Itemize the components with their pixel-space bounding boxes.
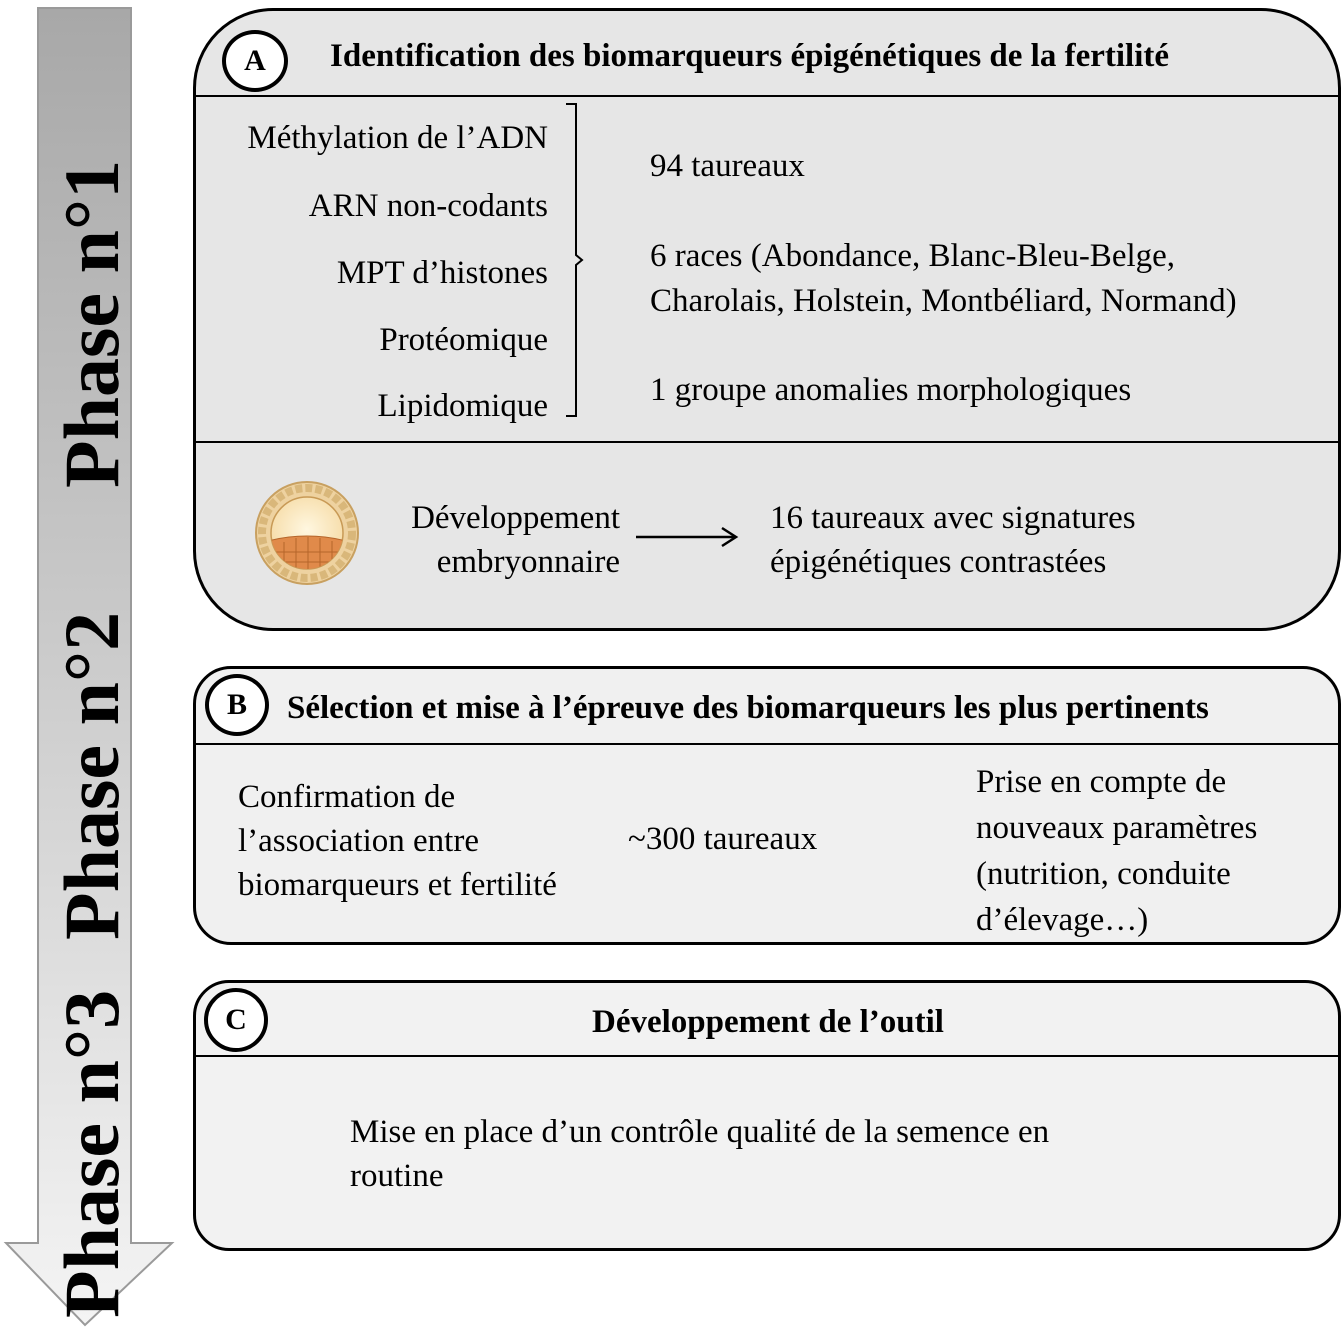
panel-b-left-line-1: Confirmation de bbox=[238, 779, 456, 815]
panel-b-right-line-2: nouveaux paramètres bbox=[976, 810, 1258, 846]
phase-3-label: Phase n°3 bbox=[48, 989, 135, 1318]
panel-a bbox=[193, 8, 1341, 631]
races-line-1: 6 races (Abondance, Blanc-Bleu-Belge, bbox=[650, 238, 1176, 274]
panel-c-letter-badge: C bbox=[204, 988, 268, 1052]
panel-b-right-line-4: d’élevage…) bbox=[976, 902, 1149, 938]
panel-b-title-divider bbox=[196, 743, 1338, 745]
bulls-count: 94 taureaux bbox=[650, 148, 805, 184]
omics-item-methylation: Méthylation de l’ADN bbox=[247, 120, 548, 156]
panel-a-title-divider bbox=[196, 95, 1338, 97]
phase-2-label: Phase n°2 bbox=[48, 611, 135, 940]
morphology-group: 1 groupe anomalies morphologiques bbox=[650, 372, 1132, 408]
omics-item-arn: ARN non-codants bbox=[308, 188, 548, 224]
result-line-2: épigénétiques contrastées bbox=[770, 544, 1107, 580]
phase-1-label: Phase n°1 bbox=[48, 159, 135, 488]
result-arrow bbox=[636, 526, 739, 548]
panel-c-line-2: routine bbox=[350, 1158, 444, 1194]
omics-item-mpt: MPT d’histones bbox=[336, 255, 548, 291]
panel-b-title: Sélection et mise à l’épreuve des biomar… bbox=[287, 690, 1209, 726]
panel-c-title-divider bbox=[196, 1055, 1338, 1057]
dev-label-line-1: Développement bbox=[411, 500, 620, 536]
panel-c-line-1: Mise en place d’un contrôle qualité de l… bbox=[350, 1114, 1050, 1150]
omics-item-proteomique: Protéomique bbox=[379, 322, 548, 358]
panel-c bbox=[193, 980, 1341, 1251]
panel-b bbox=[193, 666, 1341, 945]
phase-arrow bbox=[3, 7, 175, 1327]
panel-b-left-line-3: biomarqueurs et fertilité bbox=[238, 867, 557, 903]
panel-b-left-line-2: l’association entre bbox=[238, 823, 479, 859]
result-line-1: 16 taureaux avec signatures bbox=[770, 500, 1136, 536]
dev-label-line-2: embryonnaire bbox=[436, 544, 620, 580]
panel-a-section-divider bbox=[196, 441, 1338, 443]
panel-b-bulls-count: ~300 taureaux bbox=[628, 821, 818, 857]
panel-a-title: Identification des biomarqueurs épigénét… bbox=[330, 38, 1170, 74]
panel-b-right-line-1: Prise en compte de bbox=[976, 764, 1227, 800]
panel-b-letter-badge: B bbox=[205, 674, 269, 736]
panel-c-title: Développement de l’outil bbox=[592, 1004, 944, 1040]
races-line-2: Charolais, Holstein, Montbéliard, Norman… bbox=[650, 283, 1237, 319]
panel-a-letter-badge: A bbox=[222, 30, 288, 92]
embryo-icon bbox=[255, 481, 359, 585]
omics-item-lipidomique: Lipidomique bbox=[377, 388, 548, 424]
omics-bracket bbox=[566, 103, 584, 417]
panel-b-right-line-3: (nutrition, conduite bbox=[976, 856, 1231, 892]
